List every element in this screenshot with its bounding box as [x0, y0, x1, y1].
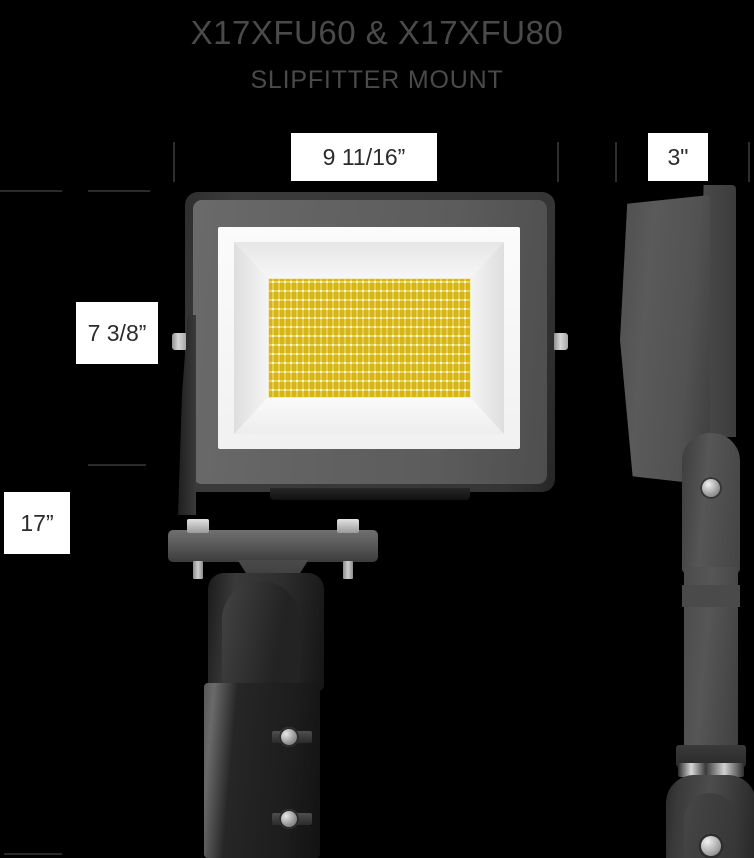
dimension-label-width: 9 11/16”	[291, 133, 437, 181]
page-subtitle: SLIPFITTER MOUNT	[250, 66, 504, 94]
lens-bevel-left	[234, 242, 268, 434]
housing-bottom-edge	[270, 488, 470, 500]
dim-tick-height-top-a	[0, 190, 62, 192]
bracket-bolt-shank-left	[193, 561, 203, 579]
led-chip-array	[268, 278, 471, 398]
lens-bevel-right	[470, 242, 504, 434]
lens-bevel-top	[234, 242, 504, 278]
dim-tick-depth-right	[748, 142, 750, 182]
dim-tick-height-top-b	[88, 190, 150, 192]
bracket-bolt-head-right	[337, 519, 359, 533]
page-title: X17XFU60 & X17XFU80	[190, 14, 564, 51]
trunnion-adjust-knob-left	[172, 333, 186, 350]
dim-tick-width-left	[173, 142, 175, 182]
dim-tick-height-bottom	[88, 464, 146, 466]
side-slipfitter-bolt	[698, 833, 724, 858]
side-stem-band	[682, 585, 740, 607]
dim-tick-depth-left	[615, 142, 617, 182]
dimension-label-depth: 3"	[648, 133, 708, 181]
front-view	[160, 185, 590, 858]
dimension-label-overall-height: 17”	[4, 492, 70, 554]
dim-tick-width-right	[557, 142, 559, 182]
side-clamp-hardware	[678, 763, 744, 777]
dim-tick-overall-bottom	[4, 853, 62, 855]
bracket-bolt-shank-right	[343, 561, 353, 579]
bracket-bolt-head-left	[187, 519, 209, 533]
trunnion-adjust-knob-right	[554, 333, 568, 350]
side-pivot-bolt	[700, 477, 722, 499]
side-view	[612, 185, 754, 858]
side-pivot-knuckle	[682, 433, 740, 573]
slipfitter-set-screw-upper	[279, 727, 299, 747]
lens-bevel-bottom	[234, 398, 504, 434]
slipfitter-bracket-plate	[168, 530, 378, 562]
side-slipfitter-collar	[676, 745, 746, 767]
slipfitter-tube	[204, 683, 320, 858]
slipfitter-set-screw-lower	[279, 809, 299, 829]
dimension-label-fixture-height: 7 3/8”	[76, 302, 158, 364]
pivot-knuckle-face	[222, 581, 300, 685]
